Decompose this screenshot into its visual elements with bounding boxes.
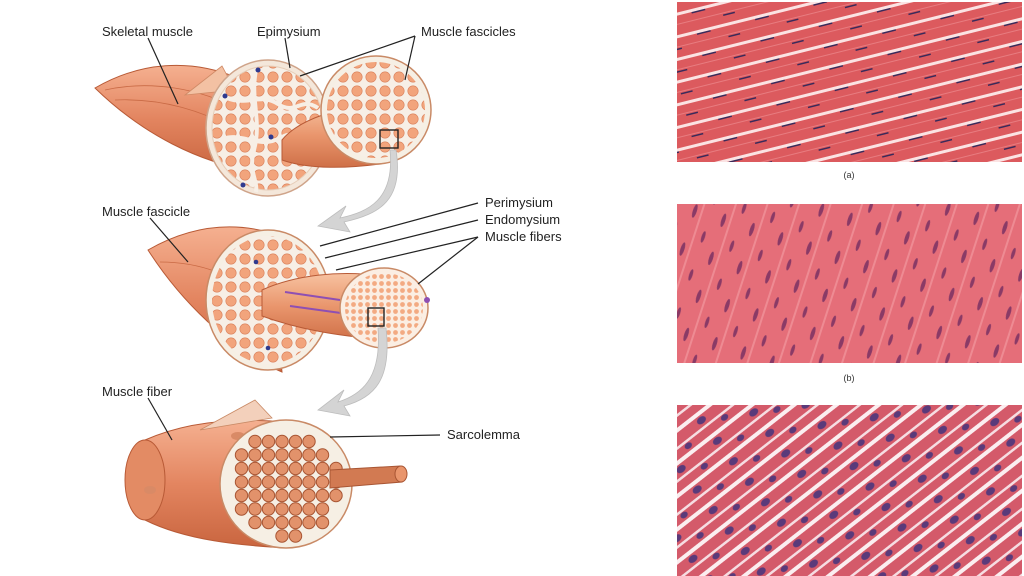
myofibril bbox=[302, 515, 316, 530]
myofibril bbox=[261, 475, 276, 489]
myofibril bbox=[261, 502, 276, 516]
myofibril bbox=[275, 488, 289, 503]
myofibril bbox=[275, 448, 289, 462]
myofibril bbox=[275, 461, 289, 476]
myofibril bbox=[275, 434, 289, 449]
label-perimysium: Perimysium bbox=[485, 195, 553, 210]
myofibril bbox=[275, 475, 289, 489]
myofibril bbox=[234, 461, 249, 476]
micrograph-c bbox=[677, 405, 1022, 576]
myofibril bbox=[275, 515, 289, 530]
label-muscle-fibers: Muscle fibers bbox=[485, 229, 562, 244]
myofibril bbox=[315, 502, 330, 516]
myofibril bbox=[302, 434, 316, 449]
muscle-fiber-drawing bbox=[124, 399, 408, 549]
myofibril bbox=[288, 515, 303, 530]
myofibril bbox=[329, 488, 343, 503]
myofibril bbox=[315, 475, 330, 489]
muscle-fascicle-drawing bbox=[147, 226, 430, 373]
myofibril bbox=[302, 461, 316, 476]
label-muscle-fascicle: Muscle fascicle bbox=[102, 204, 190, 219]
label-skeletal-muscle: Skeletal muscle bbox=[102, 24, 193, 39]
micrograph-b bbox=[677, 204, 1022, 363]
myofibril bbox=[234, 488, 249, 503]
myofibril bbox=[248, 448, 262, 462]
myofibril bbox=[248, 488, 262, 503]
myofibril bbox=[275, 529, 289, 543]
myofibril bbox=[288, 529, 303, 543]
myofibril bbox=[302, 475, 316, 489]
caption-a: (a) bbox=[844, 170, 855, 180]
myofibrils bbox=[234, 434, 343, 543]
myofibril bbox=[234, 475, 249, 489]
label-muscle-fiber: Muscle fiber bbox=[102, 384, 173, 399]
myofibril bbox=[248, 461, 262, 476]
myofibril bbox=[275, 502, 289, 516]
myofibril bbox=[315, 461, 330, 476]
myofibril bbox=[315, 448, 330, 462]
myofibril bbox=[248, 475, 262, 489]
myofibril bbox=[288, 488, 303, 503]
myofibril bbox=[288, 502, 303, 516]
myofibril bbox=[288, 448, 303, 462]
myofibril bbox=[288, 475, 303, 489]
myofibril bbox=[234, 448, 249, 462]
myofibril bbox=[248, 434, 262, 449]
myofibril bbox=[302, 502, 316, 516]
label-endomysium: Endomysium bbox=[485, 212, 560, 227]
myofibril bbox=[261, 434, 276, 449]
label-muscle-fascicles: Muscle fascicles bbox=[421, 24, 516, 39]
myofibril bbox=[248, 515, 262, 530]
myofibril bbox=[315, 515, 330, 530]
myofibril bbox=[288, 434, 303, 449]
myofibril bbox=[315, 488, 330, 503]
myofibril bbox=[288, 461, 303, 476]
myofibril bbox=[302, 488, 316, 503]
micrograph-a bbox=[677, 2, 1022, 162]
myofibril bbox=[234, 502, 249, 516]
myofibril bbox=[248, 502, 262, 516]
zoom-arrow-2 bbox=[317, 327, 388, 417]
label-sarcolemma: Sarcolemma bbox=[447, 427, 521, 442]
caption-b: (b) bbox=[844, 373, 855, 383]
myofibril bbox=[302, 448, 316, 462]
myofibril bbox=[261, 461, 276, 476]
zoom-arrow-1 bbox=[317, 149, 398, 233]
skeletal-muscle-drawing bbox=[94, 55, 432, 197]
leader-lines bbox=[147, 35, 479, 441]
myofibril bbox=[261, 515, 276, 530]
label-epimysium: Epimysium bbox=[257, 24, 321, 39]
myofibril bbox=[261, 488, 276, 503]
myofibril bbox=[261, 448, 276, 462]
